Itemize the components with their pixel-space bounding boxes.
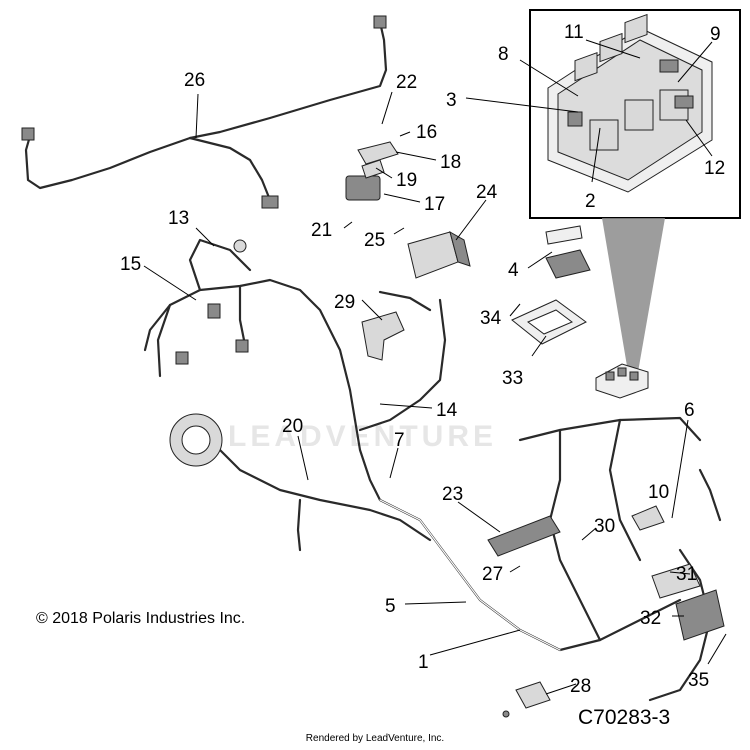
fuse-box-inset — [529, 9, 741, 372]
callout-35: 35 — [688, 670, 709, 691]
callout-8: 8 — [498, 44, 509, 65]
callout-29: 29 — [334, 292, 355, 313]
callout-31: 31 — [676, 564, 697, 585]
callouts: 1 2 3 4 5 6 7 8 9 10 11 12 13 14 15 16 1… — [120, 22, 725, 697]
bracket-31 — [651, 563, 701, 599]
callout-1: 1 — [418, 652, 429, 673]
callout-26: 26 — [184, 70, 205, 91]
bracket-18 — [357, 141, 399, 165]
callout-20: 20 — [282, 416, 303, 437]
footer-credit: Rendered by LeadVenture, Inc. — [305, 733, 445, 744]
callout-17: 17 — [424, 194, 445, 215]
fuse-block-23 — [487, 515, 561, 557]
callout-4: 4 — [508, 260, 519, 281]
callout-5: 5 — [385, 596, 396, 617]
fuse-box-small — [595, 363, 649, 399]
callout-34: 34 — [480, 308, 502, 329]
harness-26 — [21, 15, 388, 209]
callout-16: 16 — [416, 122, 437, 143]
main-harness — [208, 298, 722, 702]
callout-23: 23 — [442, 484, 463, 505]
callout-13: 13 — [168, 208, 189, 229]
callout-30: 30 — [594, 516, 615, 537]
callout-22: 22 — [396, 72, 417, 93]
callout-18: 18 — [440, 152, 461, 173]
callout-14: 14 — [436, 400, 458, 421]
callout-2: 2 — [585, 191, 596, 212]
plate-33 — [511, 299, 587, 345]
callout-9: 9 — [710, 24, 721, 45]
callout-32: 32 — [640, 608, 661, 629]
callout-19: 19 — [396, 170, 417, 191]
callout-12: 12 — [704, 158, 725, 179]
callout-21: 21 — [311, 220, 332, 241]
callout-24: 24 — [476, 182, 498, 203]
callout-6: 6 — [684, 400, 695, 421]
leader-lines — [143, 39, 727, 695]
grommet-10 — [631, 505, 665, 531]
callout-15: 15 — [120, 254, 141, 275]
bracket-29 — [361, 290, 432, 361]
bracket-28 — [502, 681, 551, 718]
fuse-box — [547, 13, 713, 193]
stator — [169, 413, 223, 467]
harness-15 — [143, 238, 357, 422]
diagram-id: C70283-3 — [578, 706, 671, 729]
callout-10: 10 — [648, 482, 669, 503]
callout-33: 33 — [502, 368, 523, 389]
module-4 — [545, 225, 591, 279]
clip-19 — [361, 159, 385, 179]
callout-28: 28 — [570, 676, 591, 697]
callout-7: 7 — [394, 430, 405, 451]
ecu-module — [407, 230, 471, 279]
callout-11: 11 — [564, 22, 584, 43]
relay-17 — [345, 175, 381, 201]
regulator-32 — [675, 589, 725, 641]
callout-25: 25 — [364, 230, 385, 251]
callout-27: 27 — [482, 564, 503, 585]
callout-3: 3 — [446, 90, 457, 111]
copyright-text: © 2018 Polaris Industries Inc. — [36, 610, 246, 627]
